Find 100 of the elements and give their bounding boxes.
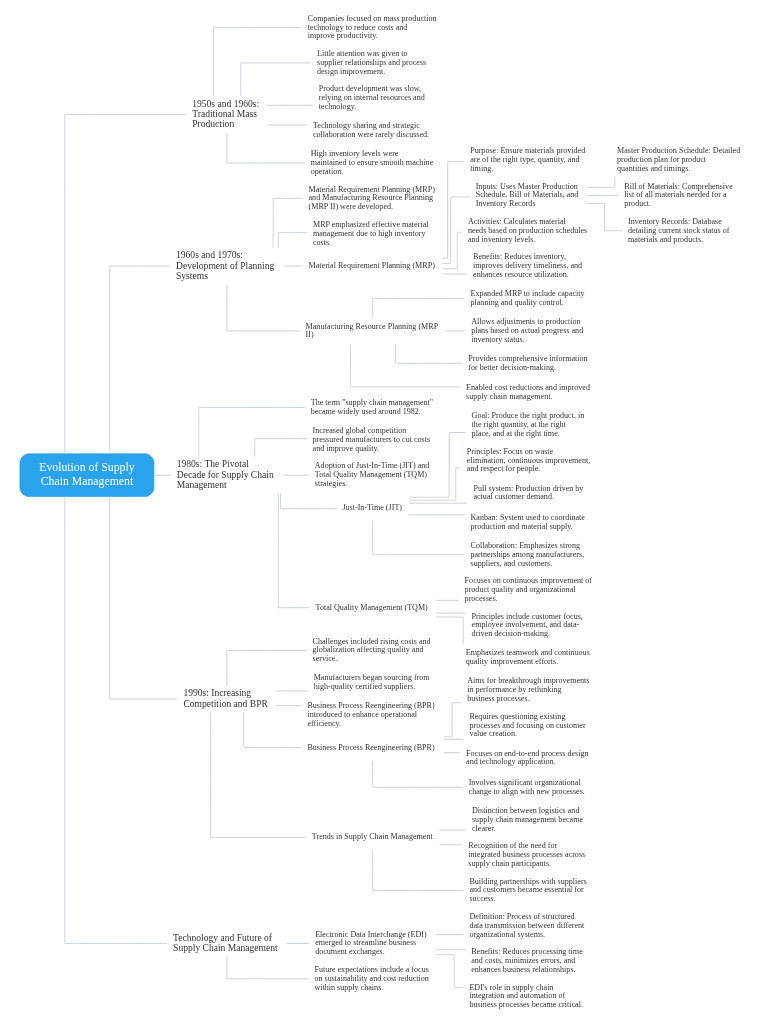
node-text: Expanded MRP to include capacity planning and quality control. (470, 289, 585, 307)
connector (64, 496, 168, 944)
node-text: Increased global competition pressured manufacturers to cut costs and improve quality. (312, 426, 431, 453)
node-text: Companies focused on mass production technology to reduce costs and improve productivity. (307, 13, 437, 41)
connector (442, 231, 463, 270)
node-text: 1990s: Increasing Competition and BPR (183, 687, 268, 709)
node-text: High inventory levels were maintained to ensure smooth machine operation. (310, 149, 434, 176)
node-text: Benefits: Reduces processing time and costs, minimizes errors, and enhances business relationships. (471, 947, 583, 974)
connector (272, 197, 303, 249)
node-text: Principles include customer focus, employee involvement, and data-driven decision-making. (471, 611, 583, 639)
node-text: Business Process Reengineering (BPR) (307, 742, 435, 752)
connector (372, 298, 465, 318)
node-text: Master Production Schedule: Detailed production plan for product quantities and timings. (617, 146, 741, 173)
node-text: Allows adjustments to production plans based on actual progress and inventory status. (471, 317, 584, 344)
node-text: Recognition of the need for integrated business processes across supply chain participants. (468, 841, 586, 868)
node-text: Kanban: System used to coordinate production and material supply. (470, 512, 585, 531)
node-text: Focuses on continuous improvement of product quality and organizational processes. (464, 576, 593, 603)
node-text: Benefits: Reduces inventory, improves delivery timeliness, and enhances resource utilization. (473, 252, 583, 279)
connector (286, 942, 310, 944)
node-text: Enabled cost reductions and improved supply chain management. (466, 383, 590, 402)
connector (213, 27, 303, 97)
node-text: Inputs: Uses Master Production Schedule, Bill of Materials, and Inventory Records (475, 181, 579, 209)
connector (226, 956, 309, 980)
connector (277, 493, 310, 609)
connector (443, 752, 461, 754)
node-box: Evolution of Supply Chain Management (19, 453, 155, 497)
connector (109, 265, 171, 455)
node-text: MRP emphasized effective material management due to high inventory costs. (312, 219, 429, 247)
node-text: Technology sharing and strategic collaboration were rarely discussed. (312, 121, 430, 140)
node-text: Total Quality Management (TQM) (315, 602, 428, 612)
connector (64, 114, 187, 455)
connector (350, 343, 461, 388)
connector (372, 760, 464, 788)
node-text: Material Requirement Planning (MRP) and Manufacturing Resource Planning (MRP II) were developed. (308, 184, 435, 212)
node-text: Business Process Reengineering (BPR) introduced to enhance operational efficiency. (307, 701, 435, 729)
node-text: Goal: Produce the right product, in the right quantity, at the right place, and at the right time. (471, 411, 585, 439)
node-text: Manufacturing Resource Planning (MRP II) (305, 321, 439, 340)
connector (435, 616, 464, 645)
connector (210, 711, 307, 838)
connector (435, 949, 466, 951)
node-text: Activities: Calculates material needs based on production schedules and inventory levels. (467, 217, 588, 244)
connector (372, 520, 465, 556)
node-text: Little attention was given to supplier relationships and process design improvement. (317, 49, 427, 76)
connector (109, 496, 178, 700)
node-text: Requires questioning existing processes and focusing on customer value creation. (469, 711, 586, 739)
connector (240, 62, 312, 97)
connector (435, 934, 464, 936)
node-text: Principles: Focus on waste elimination, continuous improvement, and respect for people. (466, 446, 591, 474)
node-text: Trends in Supply Chain Management (311, 832, 433, 842)
node-text: Bill of Materials: Comprehensive list of all materials needed for a product. (624, 181, 733, 209)
connector (435, 599, 459, 601)
connector (408, 467, 462, 501)
connector (267, 104, 314, 106)
node-text: Purpose: Ensure materials provided are of the right type, quantity, and timing. (470, 146, 586, 173)
connector (280, 493, 337, 510)
connector (153, 474, 172, 476)
connector (443, 738, 464, 740)
node-text: Definition: Process of structured data transmission between different organizational systems. (469, 911, 585, 939)
node-text: The term "supply chain management" became widely used around 1982. (310, 398, 434, 416)
node-text: Manufacturers began sourcing from high-quality certified suppliers. (313, 673, 430, 692)
connector (372, 850, 464, 891)
node-text: Involves significant organizational change to align with new processes. (468, 777, 585, 796)
connector (586, 195, 619, 196)
connector (226, 132, 306, 164)
node-text: 1980s: The Pivotal Decade for Supply Chain Management (176, 458, 274, 490)
connector (586, 176, 616, 188)
node-text: Just-In-Time (JIT) (342, 502, 403, 512)
connector (442, 196, 471, 264)
node-text: Challenges included rising costs and globalization affecting quality and service. (312, 636, 431, 664)
connector (254, 438, 307, 458)
connector (226, 284, 300, 332)
connector (586, 203, 623, 232)
connector (198, 407, 306, 458)
connector (226, 649, 307, 687)
node-text: Electronic Data Interchange (EDI) emerged to streamline business document exchanges. (315, 929, 427, 957)
connector (282, 474, 310, 476)
node-text: 1950s and 1960s: Traditional Mass Production (192, 97, 260, 130)
node-text: Distinction between logistics and supply chain management became clearer. (471, 805, 584, 833)
node-text: Product development was slow, relying on internal resources and technology. (318, 84, 425, 112)
node-text: Focuses on end-to-end process design and technology application. (466, 748, 589, 767)
node-text: Inventory Records: Database detailing current stock status of materials and products. (628, 217, 730, 244)
connector (438, 844, 463, 846)
connector (408, 502, 468, 504)
node-text: Technology and Future of Supply Chain Management (173, 931, 278, 954)
node-text: Material Requirement Planning (MRP) (308, 261, 435, 271)
connector (408, 432, 466, 498)
connector (443, 702, 462, 738)
connector (442, 161, 465, 259)
node-text: 1960s and 1970s: Development of Planning Systems (176, 249, 275, 281)
node-text: Pull system: Production driven by actual customer demand. (473, 483, 584, 502)
node-text: Aims for breakthrough improvements in performance by rethinking business processes. (467, 676, 590, 704)
connector (243, 711, 302, 749)
connector (394, 343, 463, 364)
connector (275, 705, 302, 707)
connector (277, 232, 308, 249)
node-text: Adoption of Just-In-Time (JIT) and Total Quality Management (TQM) strategies. (314, 461, 430, 489)
node-text: Future expectations include a focus on sustainability and cost reduction within supply chains. (314, 964, 429, 992)
node-text: Building partnerships with suppliers and customers became essential for success. (469, 876, 587, 904)
connector (435, 954, 464, 989)
node-text: Emphasizes teamwork and continuous quality improvement efforts. (465, 648, 590, 667)
